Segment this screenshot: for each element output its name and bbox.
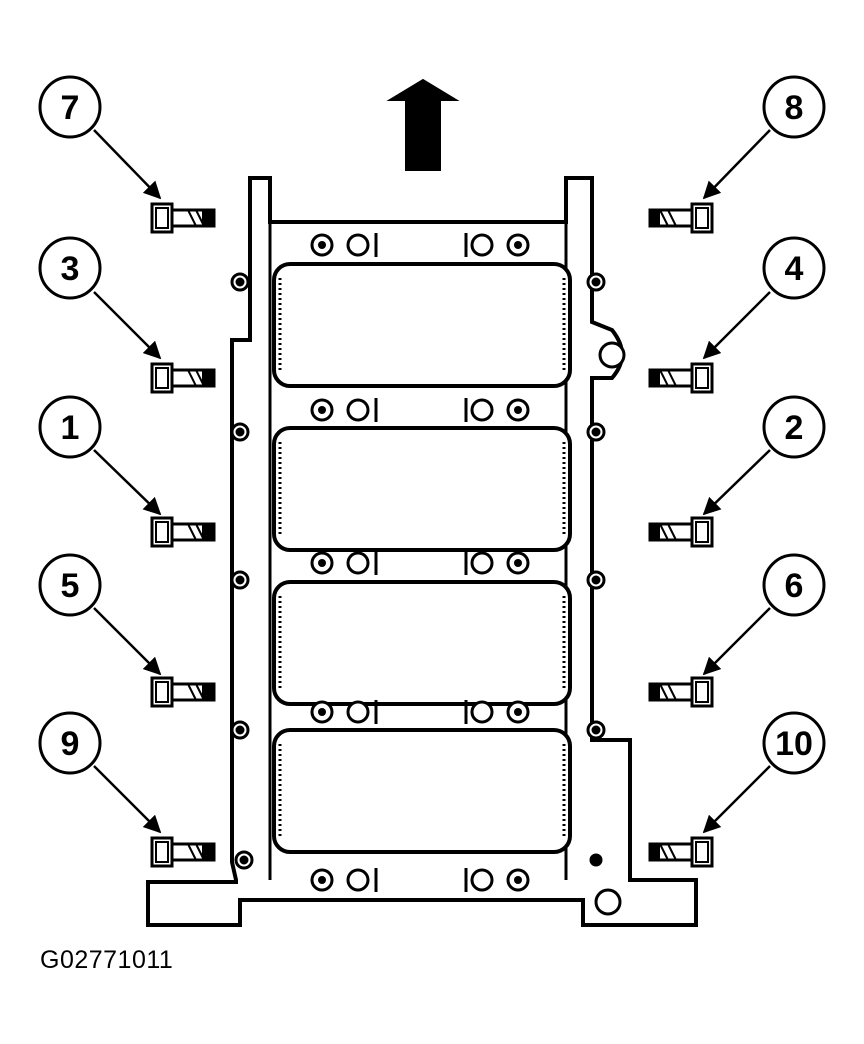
callout-circle-9 [38, 711, 102, 775]
callout-label-6: 6 [785, 567, 804, 605]
bearing-window-2 [272, 426, 572, 552]
side-bolt-1 [150, 516, 216, 548]
front-direction-arrow [386, 78, 460, 171]
callout-circle-4 [762, 236, 826, 300]
callout-circle-10 [762, 711, 826, 775]
side-bolt-7 [150, 202, 216, 234]
side-bolt-4 [648, 362, 714, 394]
right-side-tabs [586, 272, 606, 867]
callout-circle-7 [38, 75, 102, 139]
bearing-window-1 [272, 262, 572, 388]
callout-label-10: 10 [775, 725, 813, 763]
callout-circle-6 [762, 553, 826, 617]
bearing-window-3 [272, 580, 572, 706]
callout-circle-5 [38, 553, 102, 617]
side-bolt-8 [648, 202, 714, 234]
callout-label-1: 1 [61, 409, 80, 447]
callout-label-2: 2 [785, 409, 804, 447]
callout-circle-1 [38, 395, 102, 459]
side-bolt-9 [150, 836, 216, 868]
callout-label-9: 9 [61, 725, 80, 763]
callout-label-7: 7 [61, 89, 80, 127]
left-side-tabs [230, 272, 254, 870]
dowel-hole-lower [594, 888, 622, 916]
callout-label-3: 3 [61, 250, 80, 288]
side-bolt-2 [648, 516, 714, 548]
figure-id-label: G02771011 [40, 946, 174, 974]
side-bolt-10 [648, 836, 714, 868]
callout-circle-3 [38, 236, 102, 300]
callout-label-8: 8 [785, 89, 804, 127]
callout-label-4: 4 [785, 250, 804, 288]
callout-label-5: 5 [61, 567, 80, 605]
callout-circle-2 [762, 395, 826, 459]
side-bolt-6 [648, 676, 714, 708]
side-bolt-5 [150, 676, 216, 708]
dowel-hole-upper [598, 341, 626, 369]
bearing-window-4 [272, 728, 572, 854]
side-bolt-3 [150, 362, 216, 394]
callout-circle-8 [762, 75, 826, 139]
